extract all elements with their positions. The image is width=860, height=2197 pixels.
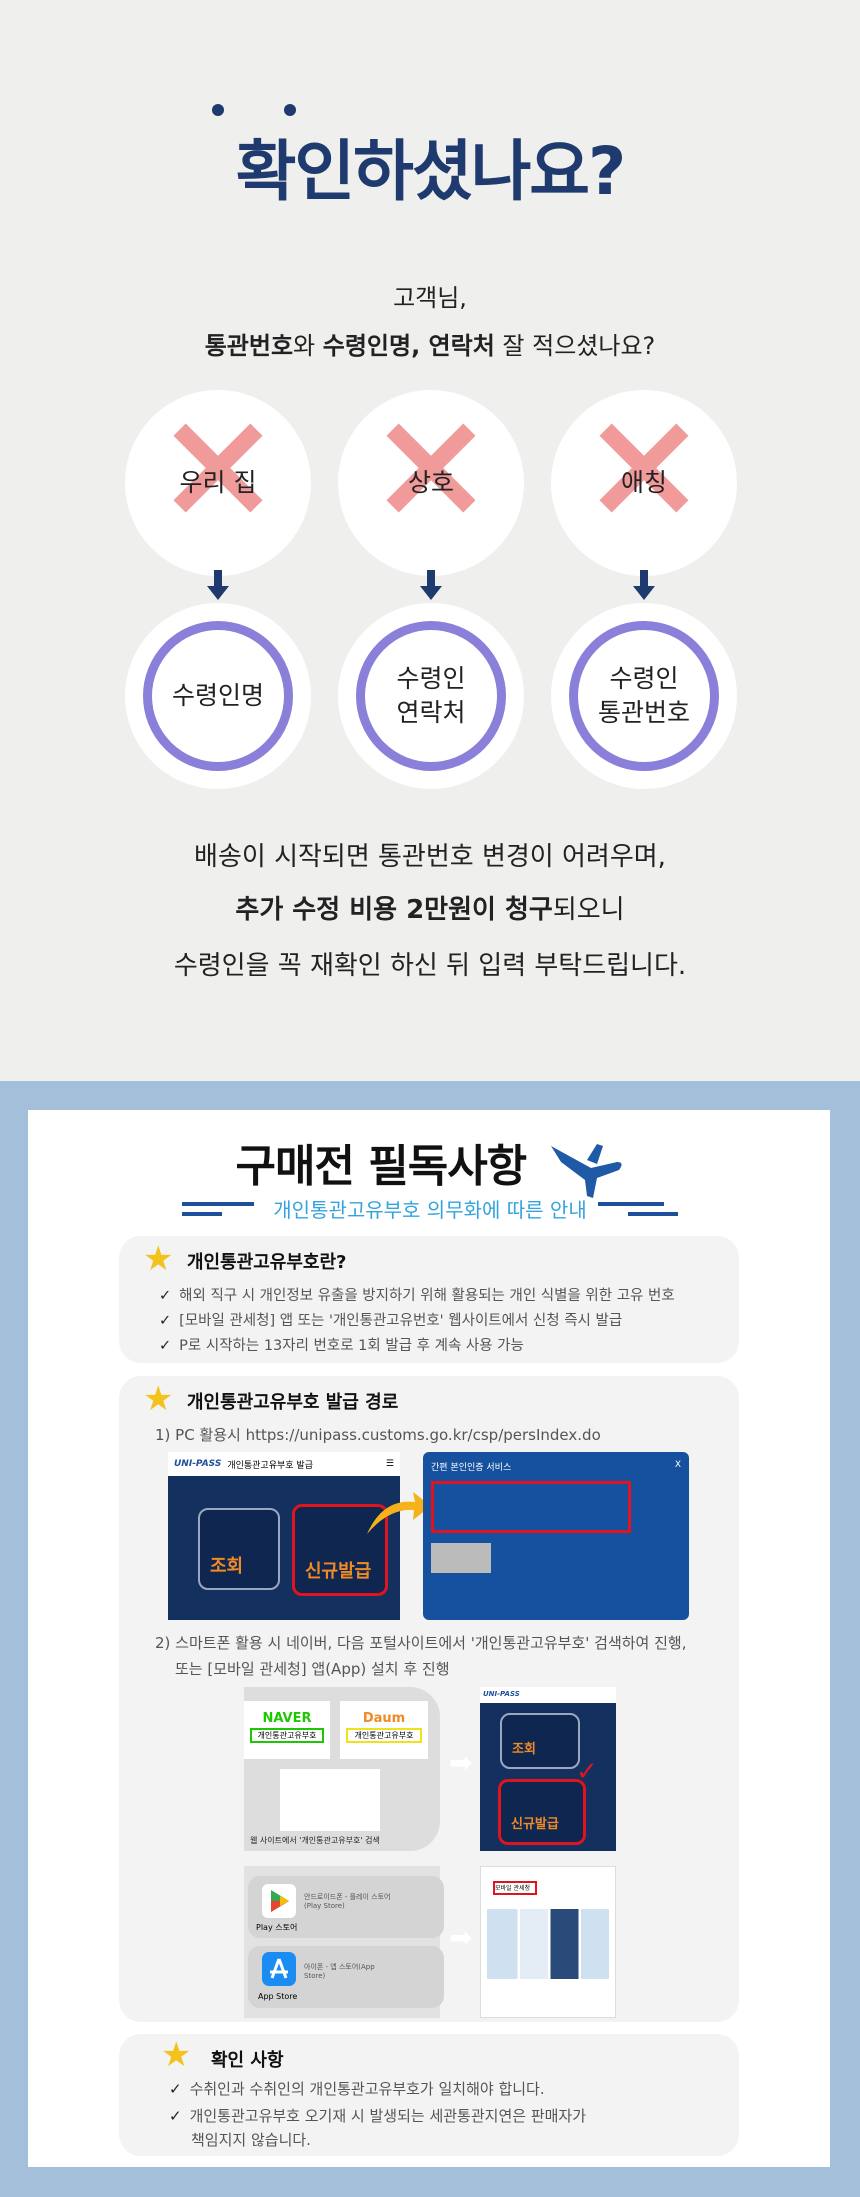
list-item: ✓개인통관고유부호 오기재 시 발생되는 세관통관지연은 판매자가 — [169, 2107, 587, 2125]
list-item: ✓해외 직구 시 개인정보 유출을 방지하기 위해 활용되는 개인 식별을 위한… — [159, 1288, 675, 1304]
guide-title: 구매전 필독사항 — [0, 1130, 860, 1200]
correct-example: 수령인명 — [125, 603, 311, 789]
x-icon — [599, 423, 689, 513]
step-pc: 1) PC 활용시 https://unipass.customs.go.kr/… — [155, 1426, 601, 1444]
customs-app-screenshot: 모바일 관세청 — [480, 1866, 616, 2018]
new-issue-card: 신규발급 — [292, 1504, 388, 1596]
list-item: ✓수취인과 수취인의 개인통관고유부호가 일치해야 합니다. — [169, 2080, 545, 2098]
airplane-icon — [550, 1144, 622, 1198]
wrong-example: 애칭 — [551, 390, 737, 576]
portal-search-image: NAVER 개인통관고유부호 Daum 개인통관고유부호 웹 사이트에서 '개인… — [244, 1687, 440, 1851]
app-store-icon — [262, 1952, 296, 1986]
guide-subtitle: 개인통관고유부호 의무화에 따른 안내 — [273, 1198, 587, 1222]
emphasis-dot — [284, 104, 296, 116]
arrow-down-icon — [207, 570, 229, 600]
lookup-card: 조회 — [198, 1508, 280, 1590]
wrong-example: 상호 — [338, 390, 524, 576]
curved-arrow-icon — [367, 1492, 431, 1534]
arrow-right-icon: ➡ — [449, 1746, 473, 1779]
definition-box: ★ 개인통관고유부호란? ✓해외 직구 시 개인정보 유출을 방지하기 위해 활… — [119, 1236, 739, 1363]
circle-mark-icon — [143, 621, 293, 771]
section-heading: 개인통관고유부호란? — [187, 1252, 347, 1273]
app-store-image: Play 스토어 안드로이드폰 - 플레이 스토어(Play Store) Ap… — [244, 1866, 444, 2018]
arrow-down-icon — [420, 570, 442, 600]
x-icon — [386, 423, 476, 513]
divider — [598, 1202, 664, 1206]
list-item-cont: 책임지지 않습니다. — [191, 2131, 311, 2149]
emphasis-dot — [212, 104, 224, 116]
page-title: 확인하셨나요? — [235, 133, 627, 210]
section-heading: 개인통관고유부호 발급 경로 — [187, 1392, 399, 1413]
issuance-box: ★ 개인통관고유부호 발급 경로 1) PC 활용시 https://unipa… — [119, 1376, 739, 2022]
step-mobile-cont: 또는 [모바일 관세청] 앱(App) 설치 후 진행 — [175, 1660, 450, 1678]
circle-mark-icon — [356, 621, 506, 771]
notice-line: 추가 수정 비용 2만원이 청구되오니 — [235, 895, 625, 925]
greeting: 고객님, — [393, 284, 467, 312]
play-store-icon — [262, 1884, 296, 1918]
notice-line: 배송이 시작되면 통관번호 변경이 어려우며, — [194, 842, 666, 872]
divider — [628, 1212, 678, 1216]
section-heading: 확인 사항 — [211, 2050, 284, 2071]
divider — [182, 1202, 254, 1206]
notice-line: 수령인을 꼭 재확인 하신 뒤 입력 부탁드립니다. — [173, 951, 687, 981]
circle-mark-icon — [569, 621, 719, 771]
list-item: ✓P로 시작하는 13자리 번호로 1회 발급 후 계속 사용 가능 — [159, 1338, 524, 1354]
checkmark-icon: ✓ — [576, 1757, 598, 1787]
divider — [182, 1212, 222, 1216]
star-icon: ★ — [143, 1379, 174, 1419]
check-box: ★ 확인 사항 ✓수취인과 수취인의 개인통관고유부호가 일치해야 합니다. ✓… — [119, 2034, 739, 2156]
arrow-down-icon — [633, 570, 655, 600]
question: 통관번호와 수령인명, 연락처 잘 적으셨나요? — [204, 332, 656, 360]
arrow-right-icon: ➡ — [449, 1921, 473, 1954]
star-icon: ★ — [143, 1239, 174, 1279]
list-item: ✓[모바일 관세청] 앱 또는 '개인통관고유번호' 웹사이트에서 신청 즉시 … — [159, 1313, 623, 1329]
menu-icon: ☰ — [385, 1459, 394, 1469]
wrong-example: 우리 집 — [125, 390, 311, 576]
unipass-mobile-screenshot: UNI-PASS 조회 신규발급 ✓ — [480, 1687, 616, 1851]
star-icon: ★ — [161, 2035, 192, 2075]
x-icon — [173, 423, 263, 513]
step-mobile: 2) 스마트폰 활용 시 네이버, 다음 포털사이트에서 '개인통관고유부호' … — [155, 1634, 687, 1652]
